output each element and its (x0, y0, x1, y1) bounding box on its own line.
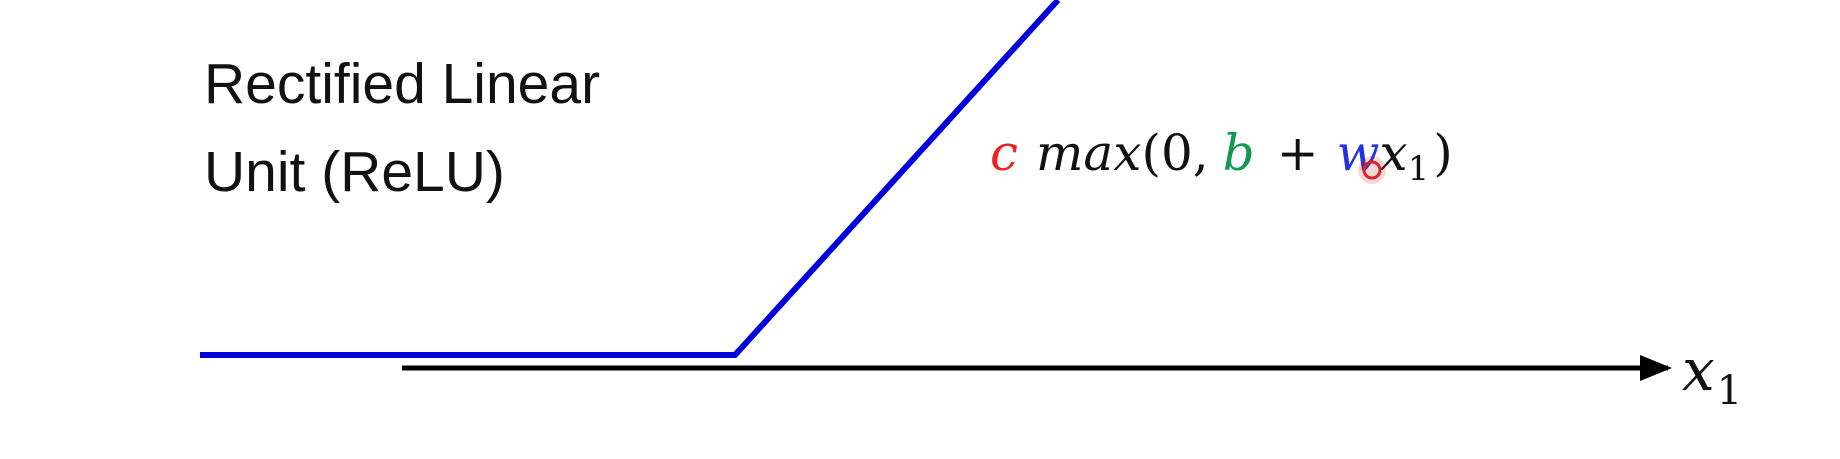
formula-open-paren: ( (1141, 124, 1161, 182)
relu-curve (200, 0, 1061, 358)
formula-c: c (990, 124, 1018, 182)
formula-comma: , (1193, 124, 1209, 182)
formula-plus: + (1277, 124, 1319, 182)
slide-title: Rectified Linear Unit (ReLU) (204, 40, 600, 216)
formula-close-paren: ) (1433, 124, 1453, 182)
title-line-1: Rectified Linear (204, 52, 601, 116)
formula-zero: 0 (1161, 124, 1193, 182)
formula-x: x (1379, 124, 1407, 182)
formula-x-subscript: 1 (1408, 149, 1430, 189)
pointer-cursor-icon (1358, 156, 1386, 184)
x-axis-label: x1 (1682, 336, 1742, 414)
formula-max: max (1036, 124, 1141, 182)
x-axis-arrowhead (1640, 355, 1672, 381)
formula-b: b (1223, 124, 1255, 182)
title-line-2: Unit (ReLU) (204, 140, 505, 204)
formula-w: w (1337, 124, 1380, 182)
